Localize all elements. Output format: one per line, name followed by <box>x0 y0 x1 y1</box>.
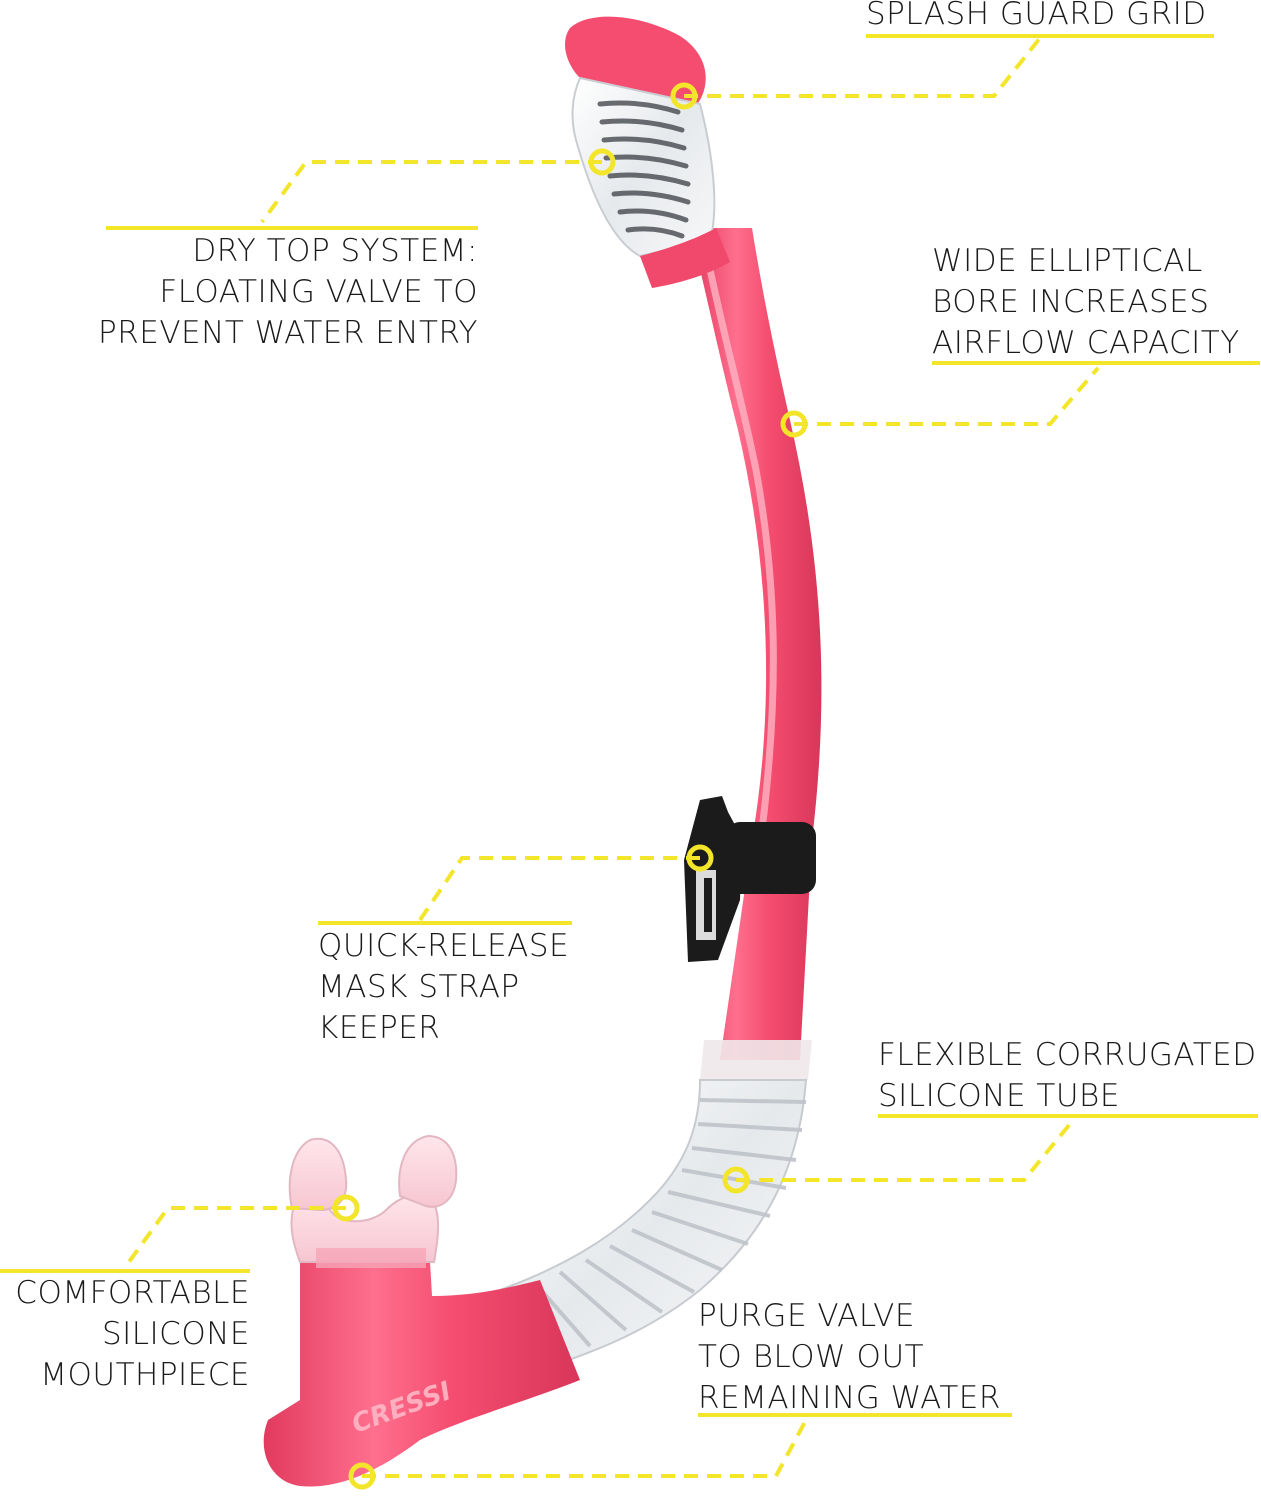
head-collar <box>640 228 730 288</box>
mouthpiece <box>288 1134 458 1268</box>
splash-guard-grid <box>597 100 691 239</box>
callout-line: PREVENT WATER ENTRY <box>98 315 478 351</box>
marker-bore <box>780 410 808 438</box>
callout-line: MOUTHPIECE <box>40 1357 250 1393</box>
callout-line: PURGE VALVE <box>698 1298 915 1334</box>
callout-leaders <box>124 36 1100 1478</box>
marker-mouth <box>332 1194 360 1222</box>
purge-valve-housing <box>263 1262 580 1487</box>
marker-flex <box>722 1166 750 1194</box>
underline-purge <box>698 1413 1012 1417</box>
callout-strap-keeper: QUICK-RELEASE MASK STRAP KEEPER <box>318 926 569 1049</box>
dry-top-cap <box>565 16 706 110</box>
leader-drytop <box>260 160 602 224</box>
underline-mouth <box>0 1269 250 1273</box>
callout-corrugated-tube: FLEXIBLE CORRUGATED SILICONE TUBE <box>878 1035 1257 1117</box>
callout-line: COMFORTABLE <box>15 1275 250 1311</box>
leader-keeper <box>418 856 700 922</box>
leader-mouth <box>124 1206 346 1268</box>
callout-line: DRY TOP SYSTEM: <box>192 233 478 269</box>
callout-line: AIRFLOW CAPACITY <box>932 325 1240 361</box>
callout-line: FLEXIBLE CORRUGATED <box>878 1037 1257 1073</box>
underline-drytop <box>106 226 478 230</box>
tube-highlight <box>702 246 777 834</box>
callout-line: KEEPER <box>318 1010 441 1046</box>
callout-line: FLOATING VALVE TO <box>159 274 478 310</box>
callout-purge-valve: PURGE VALVE TO BLOW OUT REMAINING WATER <box>698 1296 1001 1419</box>
underline-keeper <box>318 921 572 925</box>
underline-bore <box>932 361 1260 365</box>
callout-line: BORE INCREASES <box>932 284 1210 320</box>
mask-strap-keeper <box>684 796 816 962</box>
corrugation-ridges <box>532 1098 807 1348</box>
callout-line: QUICK-RELEASE <box>318 928 570 964</box>
marker-purge <box>348 1462 376 1490</box>
callout-line: TO BLOW OUT <box>698 1339 925 1375</box>
leader-flex <box>736 1122 1072 1182</box>
callout-elliptical-bore: WIDE ELLIPTICAL BORE INCREASES AIRFLOW C… <box>932 241 1240 364</box>
callout-line: WIDE ELLIPTICAL <box>932 243 1203 279</box>
callout-splash-guard: SPLASH GUARD GRID <box>866 0 1207 35</box>
callout-line: REMAINING WATER <box>698 1380 1001 1416</box>
tube-transition-ring <box>700 1040 812 1080</box>
marker-splash <box>670 82 698 110</box>
callout-mouthpiece: COMFORTABLE SILICONE MOUTHPIECE <box>0 1273 250 1396</box>
callout-line: MASK STRAP <box>318 969 520 1005</box>
marker-keeper <box>686 844 714 872</box>
callout-line: SPLASH GUARD GRID <box>866 0 1207 32</box>
underline-flex <box>878 1114 1258 1118</box>
callout-line: SILICONE <box>101 1316 250 1352</box>
underline-splash <box>866 34 1214 38</box>
leader-purge <box>362 1419 808 1478</box>
snorkel-illustration: CRESSI <box>263 16 822 1487</box>
leader-splash <box>684 36 1042 98</box>
callout-line: SILICONE TUBE <box>878 1078 1120 1114</box>
callout-markers <box>332 82 808 1490</box>
leader-bore <box>794 366 1100 426</box>
callout-dry-top: DRY TOP SYSTEM: FLOATING VALVE TO PREVEN… <box>90 231 478 354</box>
marker-drytop <box>588 148 616 176</box>
